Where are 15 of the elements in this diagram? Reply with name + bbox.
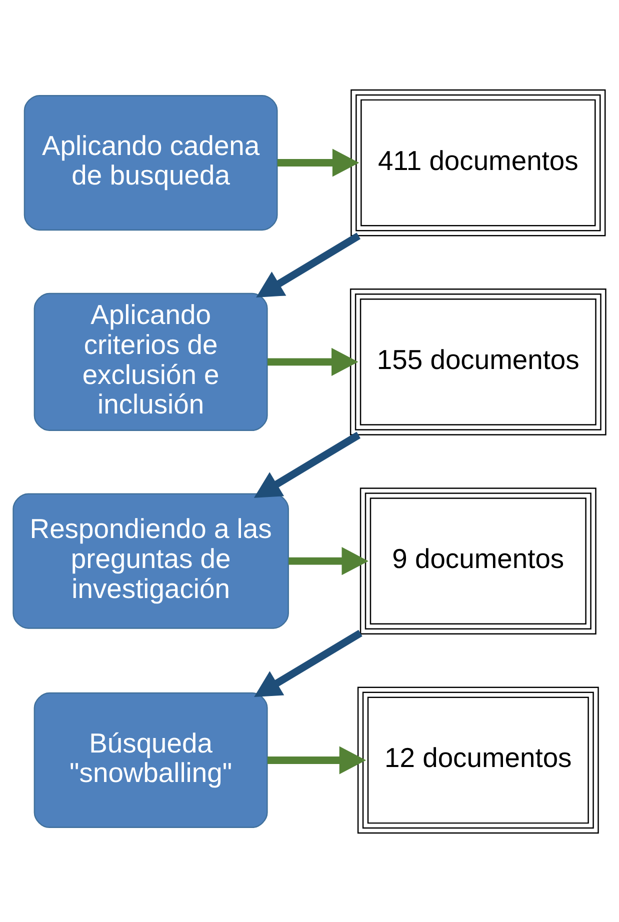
node-box: 9 documentos bbox=[360, 487, 596, 634]
arrow bbox=[254, 431, 360, 498]
node-box: Respondiendo a las preguntas de investigación bbox=[12, 492, 289, 628]
arrow bbox=[256, 232, 360, 297]
arrow bbox=[277, 148, 360, 176]
arrow bbox=[254, 629, 362, 696]
node-box: 155 documentos bbox=[350, 288, 606, 435]
arrow bbox=[268, 347, 358, 376]
node-box: Aplicando cadena de busqueda bbox=[24, 94, 278, 230]
arrow bbox=[268, 746, 366, 774]
node-box: Búsqueda "snowballing" bbox=[34, 692, 268, 828]
arrow bbox=[288, 546, 368, 575]
node-box: 411 documentos bbox=[350, 88, 606, 236]
node-box: 12 documentos bbox=[357, 686, 599, 834]
node-box: Aplicando criterios de exclusión e inclusión bbox=[34, 292, 268, 430]
